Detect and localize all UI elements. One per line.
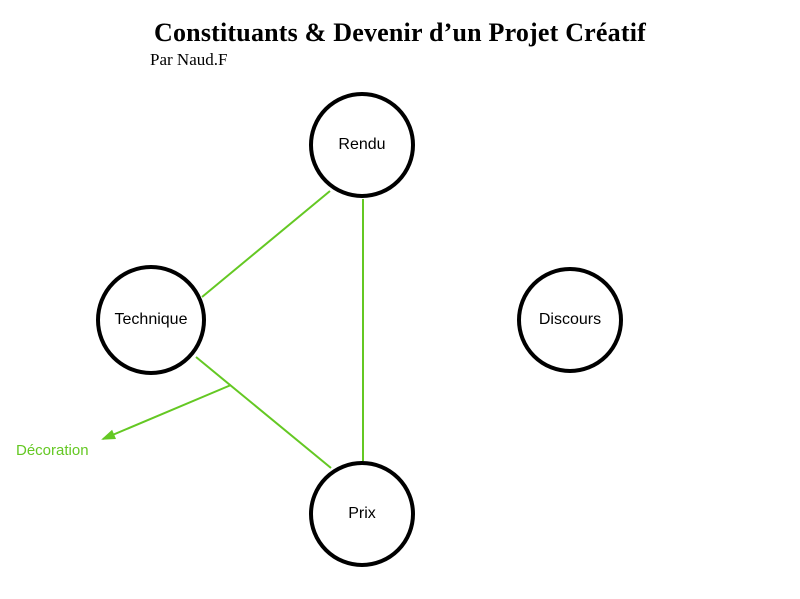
edge-rendu-technique [201, 190, 331, 298]
page-title: Constituants & Devenir d’un Projet Créat… [153, 18, 646, 47]
edge-decoration-arrow [101, 384, 232, 440]
edge-technique-prix [195, 356, 332, 469]
decoration-label: Décoration [16, 442, 89, 459]
node-prix[interactable]: Prix [309, 461, 415, 567]
node-label-prix: Prix [348, 505, 376, 522]
page-subtitle: Par Naud.F [150, 50, 228, 69]
node-label-technique: Technique [114, 311, 188, 328]
node-discours[interactable]: Discours [517, 267, 623, 373]
node-label-rendu: Rendu [338, 136, 386, 153]
node-rendu[interactable]: Rendu [309, 92, 415, 198]
node-label-discours: Discours [538, 311, 602, 328]
node-technique[interactable]: Technique [96, 265, 206, 375]
